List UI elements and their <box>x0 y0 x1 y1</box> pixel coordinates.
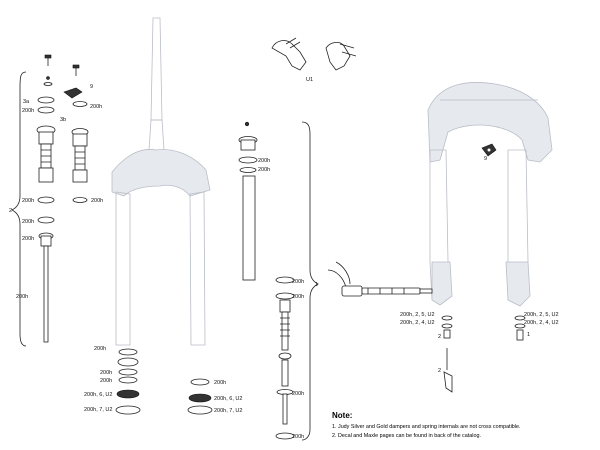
part-labels: U1 9 9 3a 3b 200h 200h 200h 200h 200h 20… <box>9 77 559 440</box>
label-h25u2-left: 200h, 2, 5, U2 <box>400 312 435 318</box>
label-200h-16: 200h <box>214 380 226 386</box>
label-h6u2-right: 200h, 6, U2 <box>214 396 242 402</box>
label-200h-8: 200h <box>258 167 270 173</box>
label-u1: U1 <box>306 77 313 83</box>
note-line-2: 2. Decal and Maxle pages can be found in… <box>332 433 481 439</box>
label-200h-4: 200h <box>91 198 103 204</box>
label-h7u2-right: 200h, 7, U2 <box>214 408 242 414</box>
label-h25u2-right: 200h, 2, 5, U2 <box>524 312 559 318</box>
label-1-right: 1 <box>527 332 530 338</box>
label-bracket-2: 2 <box>9 208 12 214</box>
remote-lever-parts <box>271 37 357 71</box>
label-200h-5: 200h <box>22 219 34 225</box>
note-block: Note: 1. Judy Silver and Gold dampers an… <box>332 411 520 439</box>
left-cartridge-parts <box>36 54 89 343</box>
label-3b: 3b <box>60 117 66 123</box>
note-title: Note: <box>332 411 352 420</box>
label-2-low: 2 <box>438 368 441 374</box>
label-200h-6: 200h <box>22 236 34 242</box>
label-h24u2-left: 200h, 2, 4, U2 <box>400 320 435 326</box>
label-h7u2-left: 200h, 7, U2 <box>84 407 112 413</box>
label-200h-12: 200h <box>292 434 304 440</box>
label-bracket-1: 1 <box>315 282 318 288</box>
thru-axle-part <box>327 261 433 297</box>
label-200h-11: 200h <box>292 391 304 397</box>
bottom-seal-parts <box>115 348 213 415</box>
label-200h-7: 200h <box>258 158 270 164</box>
label-9-left: 9 <box>90 84 93 90</box>
label-h24u2-right: 200h, 2, 4, U2 <box>524 320 559 326</box>
label-200h-1: 200h <box>22 108 34 114</box>
label-200h-13: 200h <box>94 346 106 352</box>
label-200h-9: 200h <box>292 279 304 285</box>
label-200h-2: 200h <box>90 104 102 110</box>
center-cartridge-parts <box>238 121 258 281</box>
label-200h-17: 200h <box>16 294 28 300</box>
lower-legs-outline <box>427 82 553 307</box>
label-2-mid: 2 <box>438 334 441 340</box>
bracket-right <box>301 121 319 441</box>
label-200h-15: 200h <box>100 378 112 384</box>
right-small-parts <box>441 315 526 393</box>
label-h6u2-left: 200h, 6, U2 <box>84 392 112 398</box>
fork-outline <box>111 17 211 346</box>
arch-bolt-part <box>481 143 497 157</box>
label-3a: 3a <box>23 99 30 105</box>
label-200h-14: 200h <box>100 370 112 376</box>
label-200h-3: 200h <box>22 198 34 204</box>
bracket-left <box>11 71 27 347</box>
spring-assembly-part <box>275 276 295 440</box>
label-200h-10: 200h <box>292 294 304 300</box>
note-line-1: 1. Judy Silver and Gold dampers and spri… <box>332 424 520 430</box>
label-9-right: 9 <box>484 156 487 162</box>
